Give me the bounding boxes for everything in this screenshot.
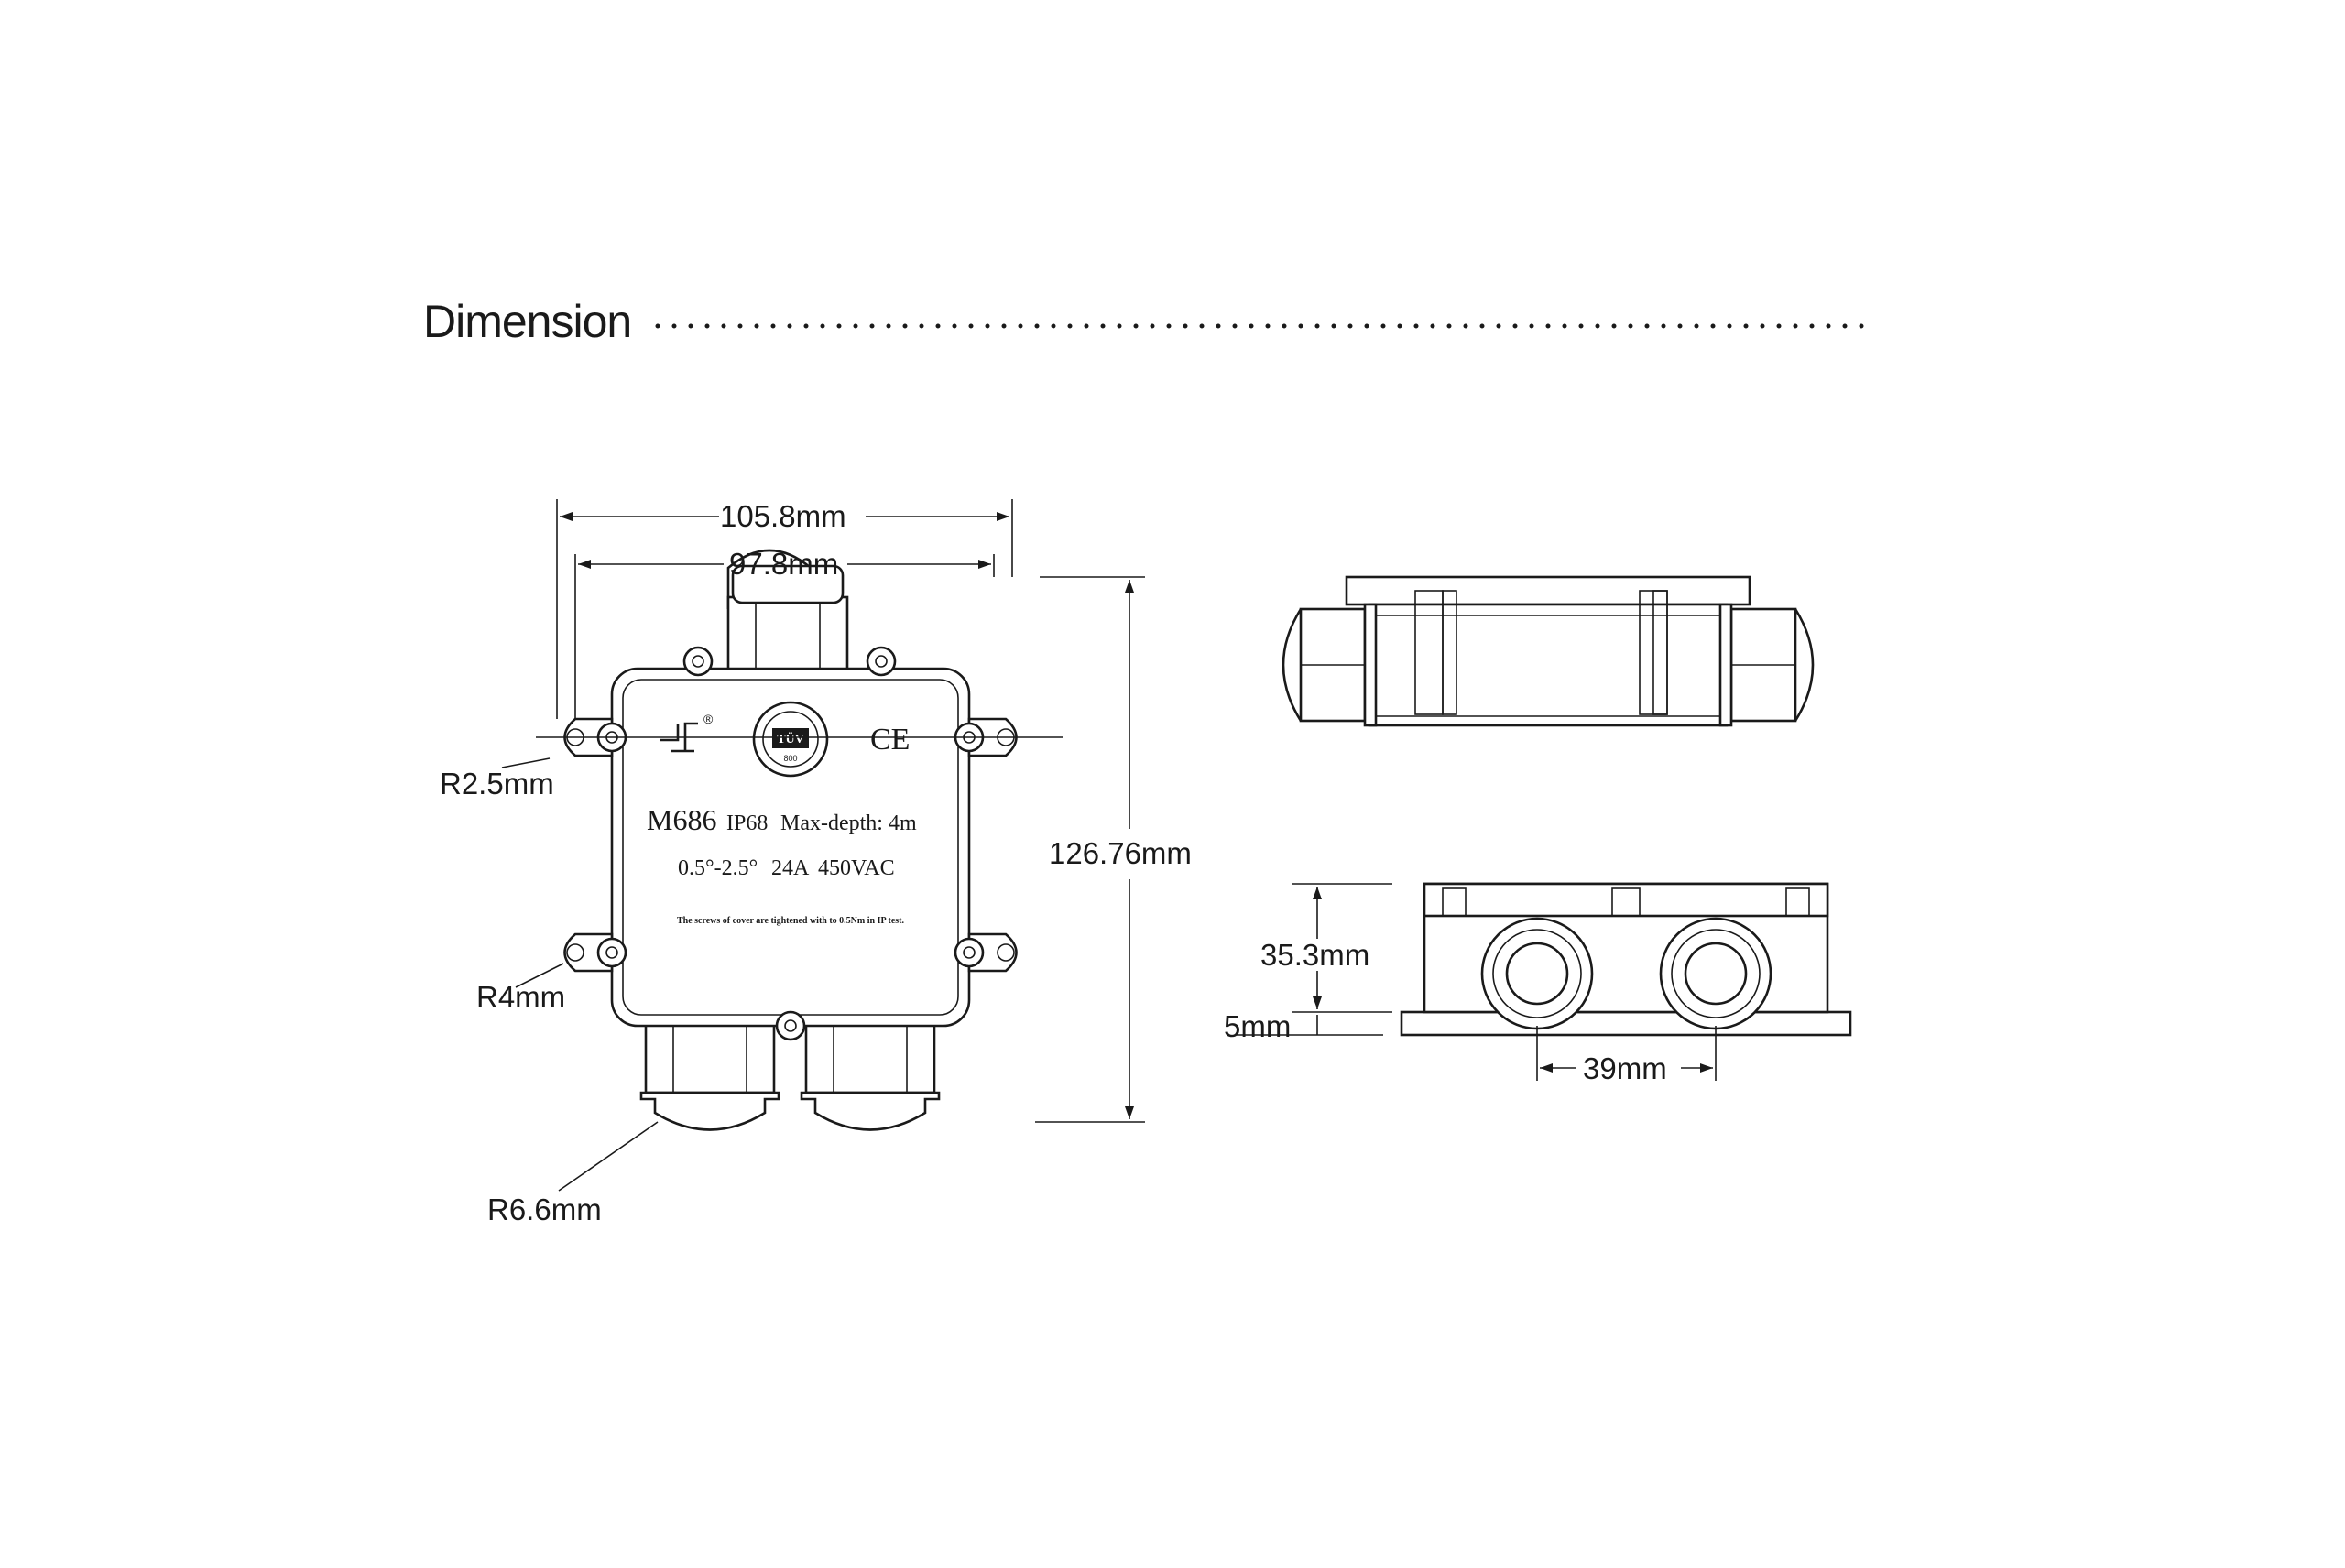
bottom-gland-right — [800, 1022, 941, 1131]
brand-logo-icon — [660, 722, 698, 753]
model-number: M686 — [647, 803, 716, 836]
certification-badge-icon: TÜV 800 — [752, 701, 829, 778]
gland-radius-label: R6.6mm — [487, 1192, 602, 1226]
overall-height-label: 126.76mm — [1049, 836, 1192, 870]
max-depth: Max-depth: 4m — [780, 811, 917, 835]
overall-width-label: 105.8mm — [720, 499, 846, 533]
top-view: ® TÜV 800 CE M686 IP68 Max-depth: 4m 0.5… — [563, 549, 1018, 1131]
registered-mark: ® — [704, 712, 714, 726]
base-height-label: 5mm — [1224, 1009, 1291, 1043]
front-view — [1400, 882, 1852, 1037]
bottom-gland-left — [639, 1022, 780, 1131]
voltage-rating: 450VAC — [818, 856, 895, 880]
cover-screws — [596, 646, 985, 1041]
badge-subtext: 800 — [783, 754, 797, 763]
top-view-dimension-lines — [501, 499, 1145, 1192]
ip-rating: IP68 — [726, 811, 768, 835]
front-view-dimension-lines — [1237, 883, 1717, 1081]
body-height-label: 35.3mm — [1260, 938, 1369, 972]
torque-note: The screws of cover are tightened with t… — [677, 916, 905, 926]
side-view — [1282, 575, 1815, 727]
ce-mark-icon: CE — [870, 723, 910, 757]
wire-range: 0.5°-2.5° — [678, 856, 758, 880]
badge-text: TÜV — [777, 731, 804, 746]
section-title: Dimension — [423, 296, 631, 347]
hole-radius-label: R2.5mm — [440, 767, 554, 800]
inner-width-label: 97.8mm — [729, 547, 838, 581]
current-rating: 24A — [771, 856, 810, 880]
corner-radius-label: R4mm — [476, 980, 565, 1014]
gland-spacing-label: 39mm — [1583, 1051, 1667, 1085]
